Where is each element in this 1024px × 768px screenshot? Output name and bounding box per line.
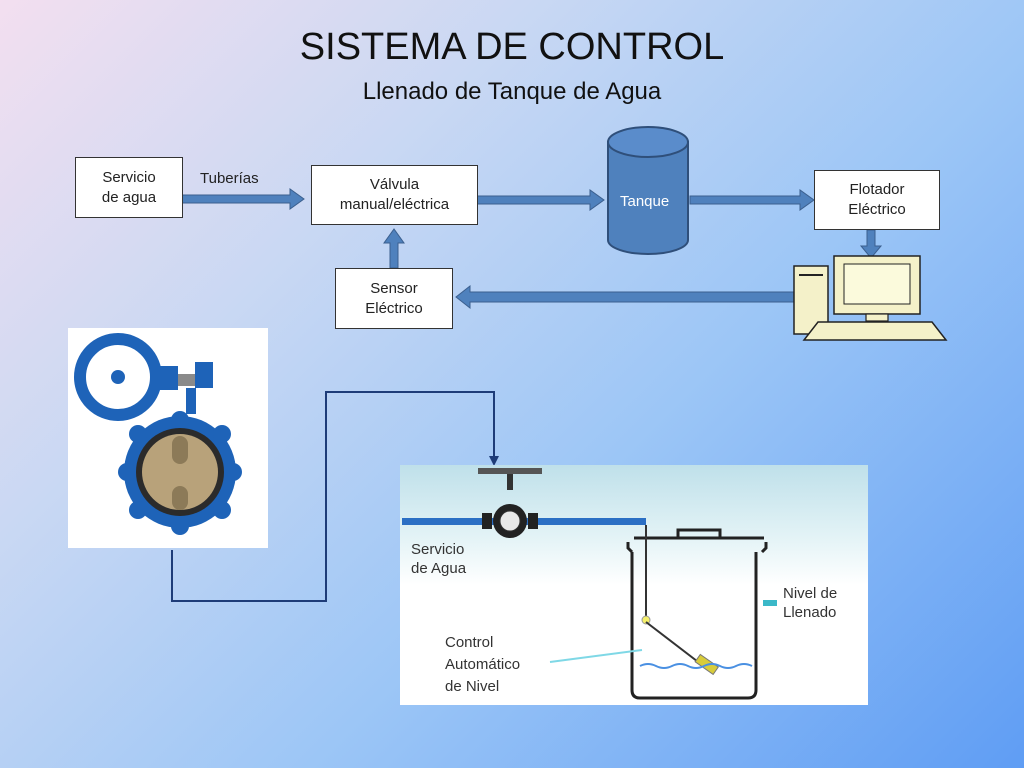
tank-illustration [400, 465, 868, 705]
tanque-label: Tanque [620, 193, 670, 210]
wire-arrowhead [489, 456, 499, 466]
arrow-flotador-to-computer [859, 229, 883, 259]
control-automatico-label: Control Automático de Nivel [445, 634, 521, 695]
arrow-valvula-to-tanque [476, 189, 605, 211]
arrow-sensor-to-valvula [383, 228, 405, 269]
arrow-computer-to-sensor [455, 284, 795, 310]
valvula-box: Válvula manual/eléctrica [311, 165, 478, 225]
butterfly-valve-photo [68, 328, 268, 548]
servicio-agua-box: Servicio de agua [75, 157, 183, 218]
flotador-box: Flotador Eléctrico [814, 170, 940, 230]
nivel-llenado-label: Nivel de Llenado [783, 585, 838, 621]
tank-cylinder [607, 126, 689, 255]
arrow-tanque-to-flotador [689, 189, 815, 211]
page-title: SISTEMA DE CONTROL [299, 26, 725, 68]
computer-icon [793, 255, 948, 341]
tuberias-label: Tuberías [200, 170, 259, 187]
page-subtitle: Llenado de Tanque de Agua [362, 78, 662, 105]
servicio-agua-photo-label: Servicio de Agua [411, 541, 467, 577]
sensor-box: Sensor Eléctrico [335, 268, 453, 329]
connection-wire [171, 391, 495, 602]
arrow-servicio-to-valvula [181, 188, 305, 210]
